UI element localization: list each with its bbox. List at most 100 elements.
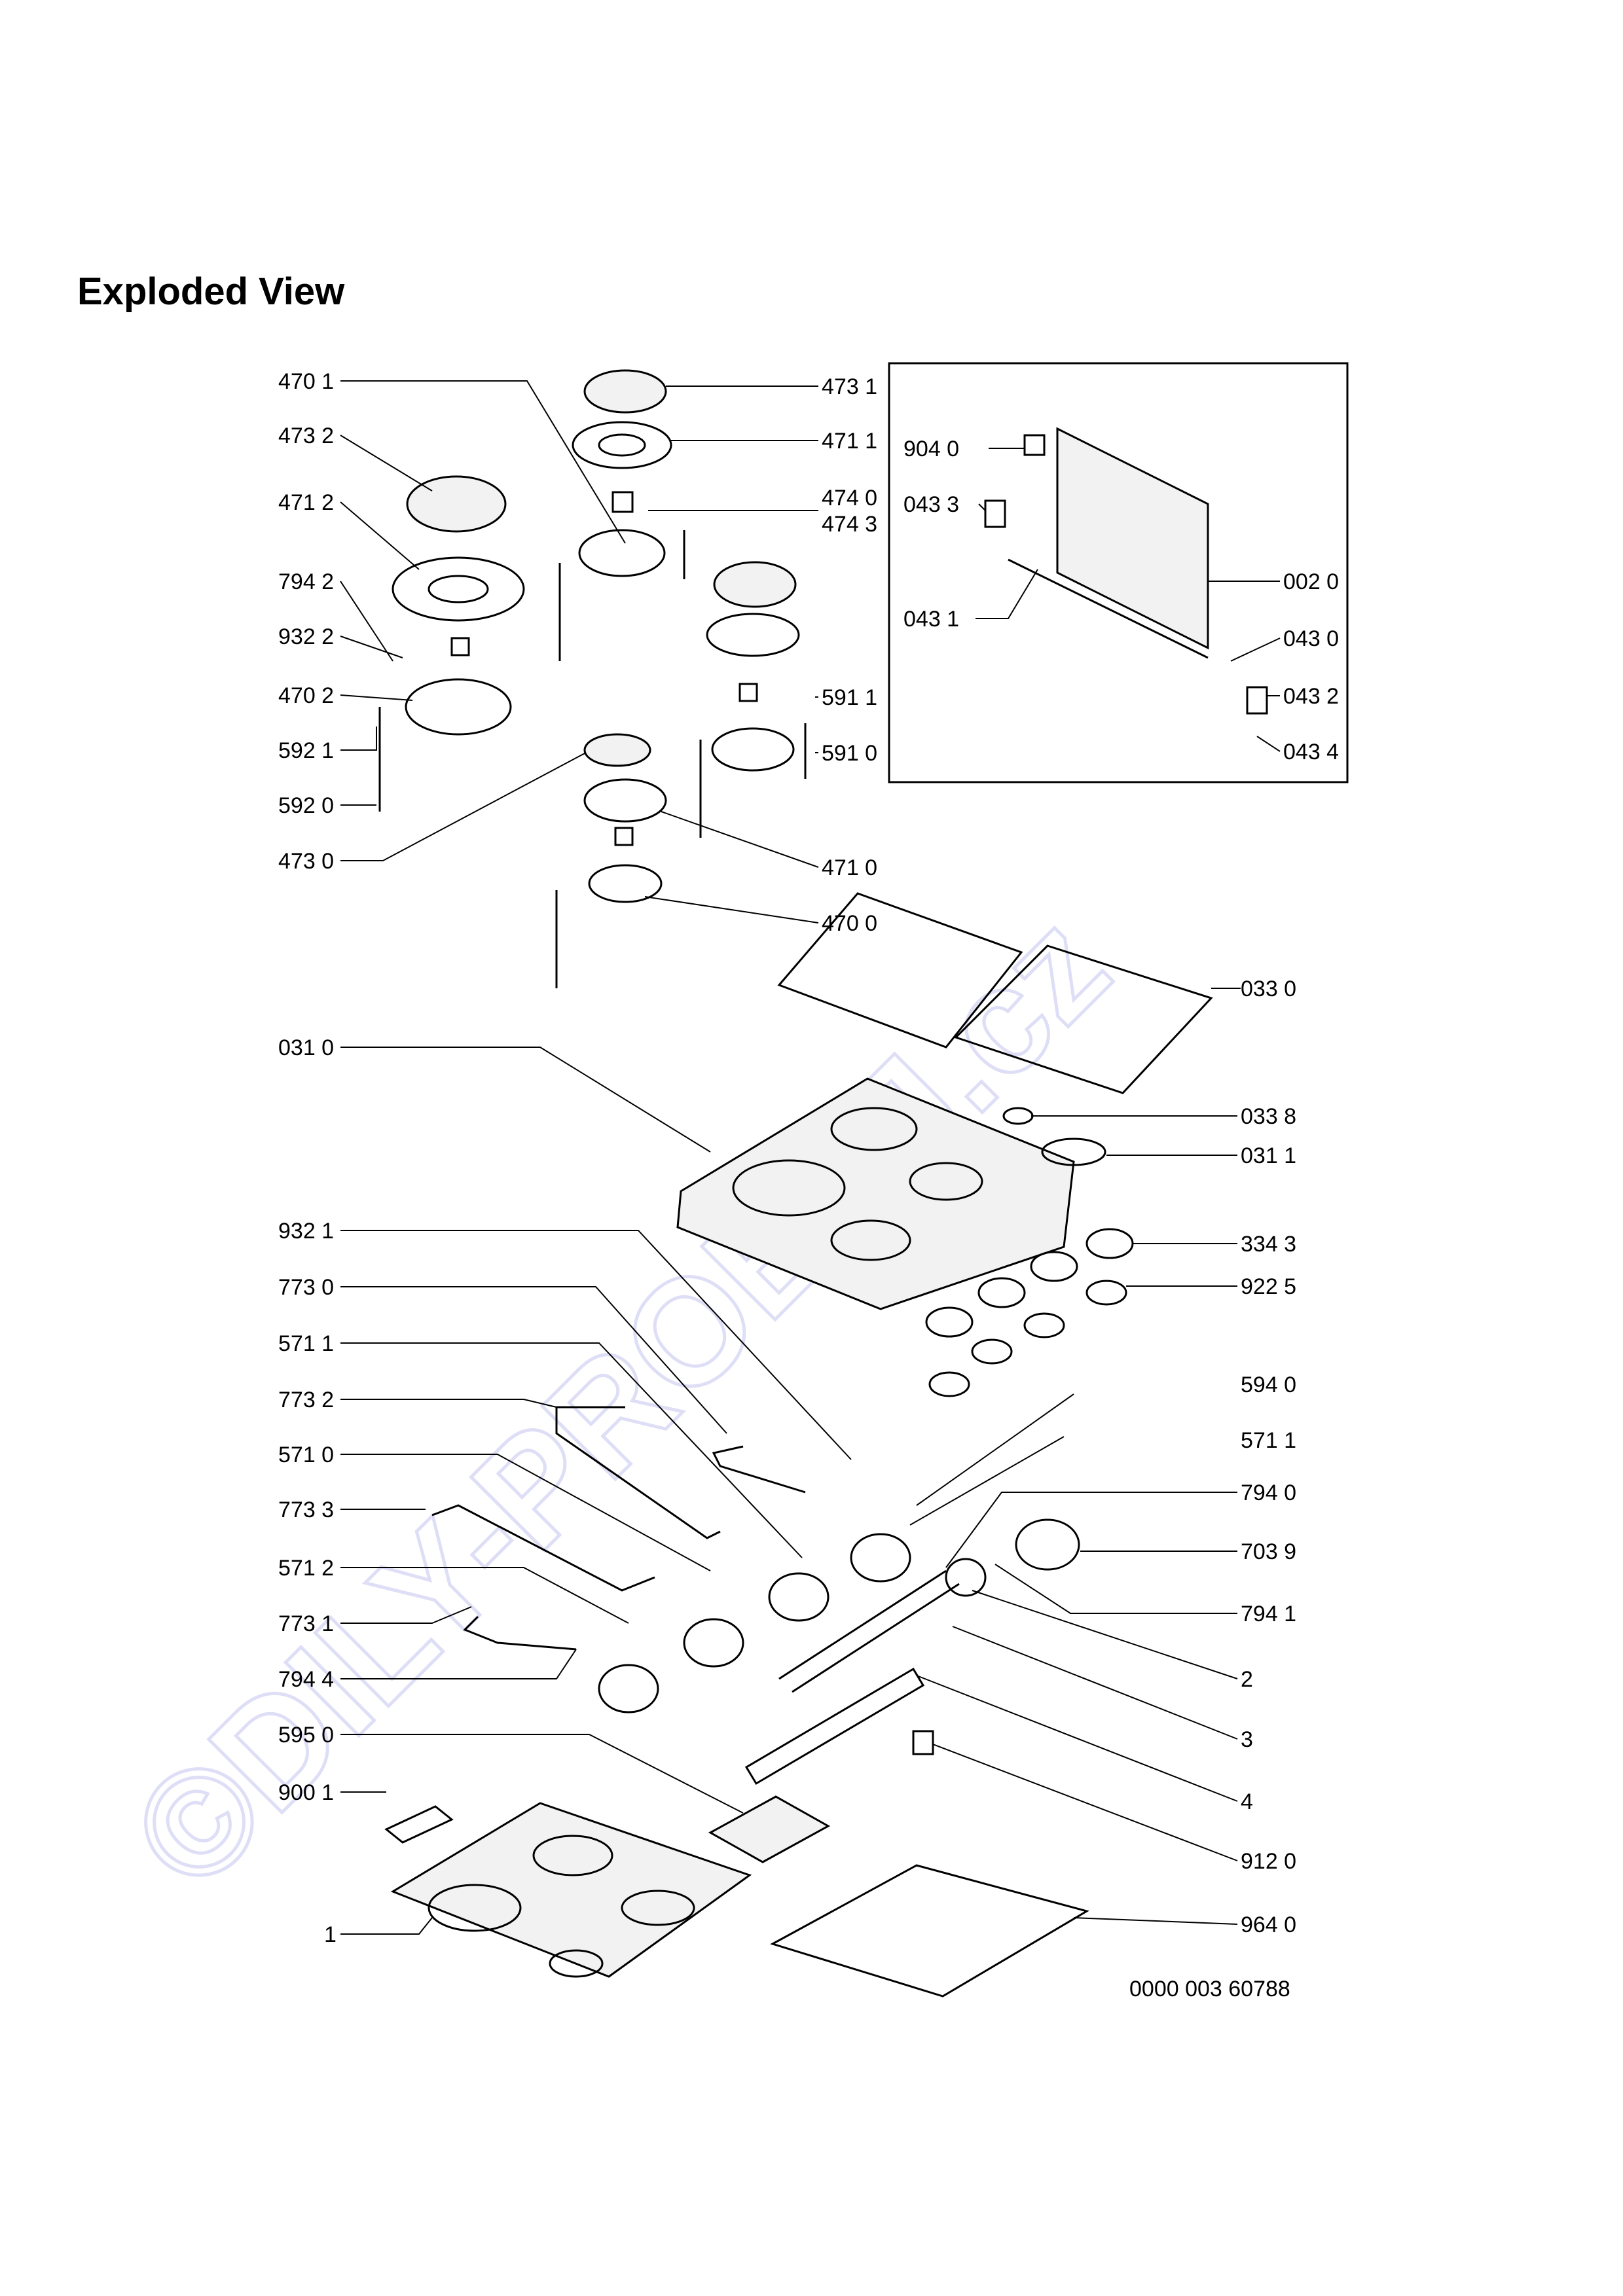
base-recess-2 <box>532 1835 613 1876</box>
callout-591-0: 591 0 <box>822 741 877 766</box>
callout-031-0: 031 0 <box>278 1035 334 1060</box>
pan-supports-033-0 <box>777 892 1213 1094</box>
bolt-912-0 <box>912 1730 934 1755</box>
foot-900-1 <box>384 1805 454 1844</box>
callout-043-1: 043 1 <box>903 607 959 632</box>
bezel-922-5 <box>1085 1280 1127 1306</box>
callout-474-3: 474 3 <box>822 512 877 537</box>
bezel-2 <box>1023 1312 1065 1338</box>
callout-4: 4 <box>1241 1789 1253 1814</box>
burner-body-470-0 <box>588 864 663 903</box>
callout-043-2: 043 2 <box>1283 684 1339 709</box>
burner-body-right <box>711 727 795 772</box>
hob-burner-seat-4 <box>830 1219 911 1261</box>
burner-bodies <box>405 491 795 903</box>
callout-912-0: 912 0 <box>1241 1849 1296 1874</box>
knob-3 <box>977 1277 1026 1308</box>
panel-002-0 <box>1056 427 1209 650</box>
burner-crown-right <box>706 613 800 657</box>
leader-lines <box>340 380 1281 1935</box>
callout-473-2: 473 2 <box>278 423 334 448</box>
gas-rail-2 <box>792 1583 960 1693</box>
nut-3 <box>945 1558 987 1597</box>
burner-cap-upper-right <box>713 561 797 608</box>
knob-4 <box>925 1306 974 1338</box>
hob-burner-seat-2 <box>732 1159 846 1217</box>
callout-033-8: 033 8 <box>1241 1104 1296 1129</box>
callout-900-1: 900 1 <box>278 1780 334 1805</box>
callout-470-0: 470 0 <box>822 911 877 936</box>
callout-773-1: 773 1 <box>278 1611 334 1636</box>
base-recess-3 <box>621 1890 695 1926</box>
callout-571-0: 571 0 <box>278 1443 334 1467</box>
callout-473-1: 473 1 <box>822 374 877 399</box>
pipe-773-1 <box>463 1615 577 1651</box>
gas-rail-2b <box>778 1570 947 1680</box>
callout-794-2: 794 2 <box>278 569 334 594</box>
gas-taps-571 <box>598 1518 1080 1713</box>
pan-support-left <box>777 892 1023 1049</box>
bezel-3 <box>971 1338 1013 1365</box>
bezel-4 <box>928 1371 970 1397</box>
callout-2: 2 <box>1241 1667 1253 1692</box>
valve-703-9 <box>1015 1518 1080 1571</box>
clip-904-0 <box>1023 434 1046 456</box>
callout-031-1: 031 1 <box>1241 1143 1296 1168</box>
burner-cap-473-0 <box>583 733 651 767</box>
callout-002-0: 002 0 <box>1283 569 1339 594</box>
cap-031-1 <box>1041 1138 1106 1166</box>
callout-043-4: 043 4 <box>1283 740 1339 764</box>
callout-595-0: 595 0 <box>278 1723 334 1748</box>
callout-1: 1 <box>324 1922 337 1947</box>
callout-592-0: 592 0 <box>278 793 334 818</box>
burner-crown-471-2-inner <box>428 575 489 603</box>
callout-794-1: 794 1 <box>1241 1602 1296 1626</box>
burner-crown-471-2 <box>392 556 525 622</box>
seal-964-0 <box>770 1864 1089 1998</box>
ignition-box-595-0 <box>708 1795 831 1863</box>
callout-904-0: 904 0 <box>903 437 959 461</box>
callout-474-0: 474 0 <box>822 486 877 511</box>
callout-773-0: 773 0 <box>278 1275 334 1300</box>
hob-burner-seat-3 <box>909 1162 983 1201</box>
callout-932-1: 932 1 <box>278 1219 334 1244</box>
tap-2 <box>768 1572 830 1622</box>
base-tray-1 <box>390 1802 752 1978</box>
cover-panel <box>888 362 1349 783</box>
tap-4 <box>598 1664 659 1713</box>
burner-cap-473-1 <box>583 369 667 414</box>
callout-334-3: 334 3 <box>1241 1232 1296 1257</box>
watermark: ©DILY-PROBEJ.cz <box>100 882 1140 1921</box>
burner-body-470-1 <box>578 529 666 577</box>
callout-571-2: 571 2 <box>278 1556 334 1581</box>
base-recess-1 <box>428 1884 522 1932</box>
diagram-code: 0000 003 60788 <box>1129 1977 1290 2001</box>
bracket-4 <box>744 1667 925 1785</box>
callout-773-2: 773 2 <box>278 1388 334 1412</box>
injector-474-0 <box>611 491 634 513</box>
burner-crown-471-1-inner <box>598 433 646 457</box>
callout-043-3: 043 3 <box>903 492 959 517</box>
burner-body-470-2 <box>405 678 512 736</box>
tap-3 <box>683 1618 744 1668</box>
knob-2 <box>1030 1251 1078 1282</box>
callout-473-0: 473 0 <box>278 849 334 874</box>
callout-3: 3 <box>1241 1727 1253 1752</box>
callout-571-1-b: 571 1 <box>1241 1428 1296 1453</box>
hob-top-plate <box>676 1077 1075 1310</box>
pipe-773-0 <box>712 1445 806 1494</box>
callout-794-4: 794 4 <box>278 1667 334 1692</box>
panel-bottom-rod <box>1008 558 1209 659</box>
callout-922-5: 922 5 <box>1241 1274 1296 1299</box>
base-recess-4 <box>549 1949 604 1978</box>
callout-471-1: 471 1 <box>822 429 877 454</box>
burner-crowns <box>392 421 800 823</box>
control-knobs-334-3 <box>925 1228 1134 1397</box>
callout-labels: 470 1 473 2 471 2 794 2 932 2 470 2 592 … <box>278 369 1339 2001</box>
callout-932-2: 932 2 <box>278 624 334 649</box>
callout-703-9: 703 9 <box>1241 1539 1296 1564</box>
burner-crown-471-1 <box>572 421 672 469</box>
callout-592-1: 592 1 <box>278 738 334 763</box>
tap-1 <box>850 1533 911 1583</box>
